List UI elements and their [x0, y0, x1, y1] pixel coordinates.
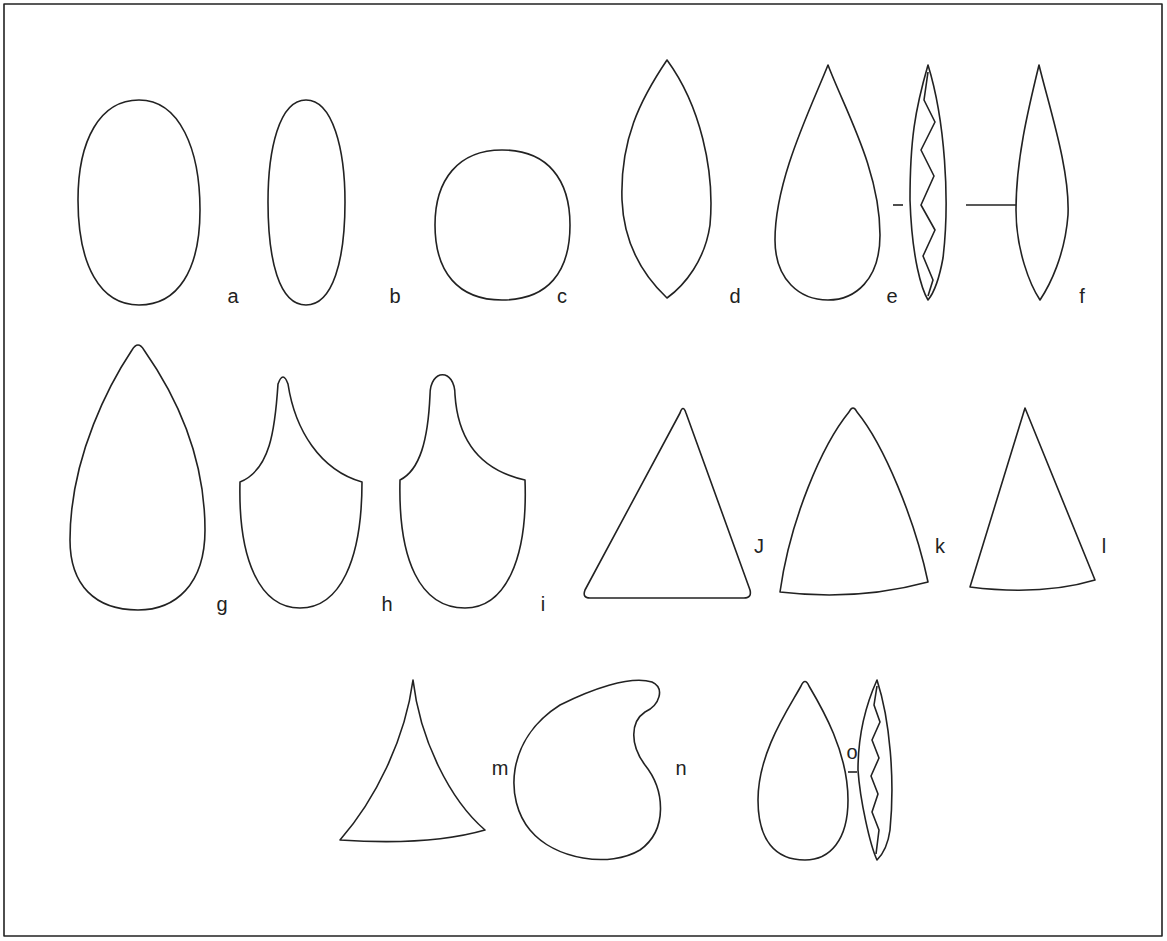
figure-letter: b	[389, 286, 400, 306]
outline-f	[1016, 65, 1068, 300]
outline-g	[70, 345, 205, 610]
figure-letter: h	[381, 594, 392, 614]
figure-letter: J	[754, 536, 764, 556]
outline-j	[584, 409, 750, 599]
outline-n	[514, 680, 661, 859]
figure-letter: o	[846, 742, 857, 762]
outline-m	[340, 680, 485, 842]
figure-letter: c	[557, 286, 567, 306]
figure-letter: d	[729, 286, 740, 306]
outline-b	[268, 100, 345, 305]
figure-letter: e	[886, 286, 897, 306]
figure-letter: g	[216, 594, 227, 614]
figure-letter: f	[1079, 286, 1085, 306]
figure-letter: k	[935, 536, 945, 556]
section-o	[858, 680, 892, 860]
outline-c	[435, 150, 570, 300]
outline-o	[758, 682, 848, 861]
section-e	[910, 65, 946, 300]
outline-d	[622, 60, 711, 298]
link-e-f	[966, 204, 1016, 206]
outline-l	[970, 408, 1095, 590]
frame	[4, 4, 1162, 936]
tick-o	[848, 771, 857, 773]
figure-letter: a	[227, 286, 238, 306]
tick-e	[893, 204, 903, 206]
edge-line-o	[871, 686, 880, 854]
outline-i	[400, 375, 525, 608]
figure-letter: i	[541, 594, 545, 614]
outline-a	[78, 100, 200, 305]
outline-k	[780, 408, 928, 595]
edge-line-e	[921, 72, 935, 296]
figure-letter: l	[1102, 536, 1106, 556]
figure-letter: m	[492, 758, 509, 778]
outline-h	[240, 377, 362, 608]
figure-letter: n	[675, 758, 686, 778]
outline-e	[775, 65, 880, 300]
